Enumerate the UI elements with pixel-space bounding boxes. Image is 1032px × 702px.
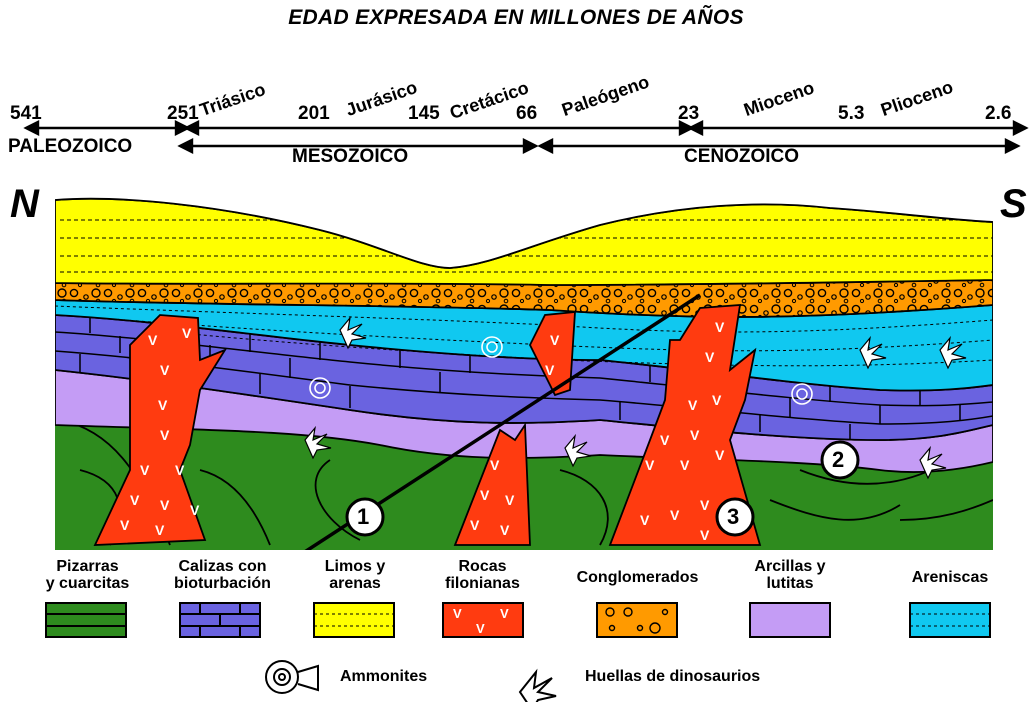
dinosaur-footprint-icon <box>304 315 967 480</box>
svg-text:V: V <box>688 397 698 413</box>
cross-section: VV VV VVV VVV VV VV VVV VV VVV VVV VVV V… <box>55 190 993 550</box>
svg-text:V: V <box>705 349 715 365</box>
svg-text:V: V <box>476 621 485 636</box>
svg-text:V: V <box>155 522 165 538</box>
legend-calizas: Calizas con bioturbación <box>174 558 271 592</box>
marker-2: 2 <box>832 447 845 472</box>
svg-text:V: V <box>660 432 670 448</box>
svg-text:V: V <box>453 606 462 621</box>
svg-text:V: V <box>160 362 170 378</box>
legend-conglomerados: Conglomerados <box>576 569 699 586</box>
svg-text:V: V <box>182 325 192 341</box>
age-5-3: 5.3 <box>838 103 865 124</box>
timeline-arrows <box>23 120 1029 154</box>
marker-3: 3 <box>727 504 740 529</box>
svg-text:V: V <box>715 447 725 463</box>
svg-text:V: V <box>480 487 490 503</box>
svg-text:V: V <box>550 332 560 348</box>
legend-arcillas: Arcillas y lutitas <box>754 558 826 592</box>
svg-text:V: V <box>130 492 140 508</box>
svg-text:V: V <box>715 319 725 335</box>
svg-text:V: V <box>148 332 158 348</box>
legend-limos: Limos y arenas <box>324 558 386 592</box>
svg-text:V: V <box>700 497 710 513</box>
legend-ammonites: Ammonites <box>340 668 428 685</box>
legend-areniscas: Areniscas <box>911 569 989 586</box>
age-145: 145 <box>408 103 440 124</box>
svg-text:V: V <box>712 392 722 408</box>
svg-text:V: V <box>490 457 500 473</box>
svg-text:V: V <box>545 362 555 378</box>
age-2-6: 2.6 <box>985 103 1012 124</box>
age-66: 66 <box>516 103 538 124</box>
svg-text:V: V <box>690 427 700 443</box>
age-541: 541 <box>10 103 42 124</box>
era-cenozoico: CENOZOICO <box>684 146 800 167</box>
svg-text:V: V <box>160 497 170 513</box>
rocas-filonianas <box>93 304 762 546</box>
svg-text:V: V <box>680 457 690 473</box>
svg-text:V: V <box>470 517 480 533</box>
era-paleozoico: PALEOZOICO <box>8 136 133 157</box>
north-label: N <box>10 182 39 226</box>
ammonite-legend-icon <box>265 660 319 694</box>
svg-text:V: V <box>700 527 710 543</box>
age-251: 251 <box>167 103 199 124</box>
legend-huellas: Huellas de dinosaurios <box>585 668 761 685</box>
era-mesozoico: MESOZOICO <box>292 146 409 167</box>
svg-text:V: V <box>158 397 168 413</box>
age-201: 201 <box>298 103 330 124</box>
legend-rocas: Rocas filonianas <box>445 558 520 592</box>
age-23: 23 <box>678 103 700 124</box>
legend-pizarras: Pizarras y cuarcitas <box>45 558 130 592</box>
svg-text:V: V <box>500 606 509 621</box>
svg-text:V: V <box>175 462 185 478</box>
svg-text:V: V <box>120 517 130 533</box>
svg-text:V: V <box>190 502 200 518</box>
svg-text:V: V <box>505 492 515 508</box>
svg-text:V: V <box>640 512 650 528</box>
svg-text:V: V <box>160 427 170 443</box>
marker-1: 1 <box>357 504 370 529</box>
legend-swatches <box>45 602 991 638</box>
svg-text:V: V <box>140 462 150 478</box>
footprint-legend-icon <box>518 668 557 702</box>
svg-text:V: V <box>645 457 655 473</box>
figure-title: EDAD EXPRESADA EN MILLONES DE AÑOS <box>288 6 744 29</box>
svg-text:V: V <box>670 507 680 523</box>
svg-text:V: V <box>500 522 510 538</box>
numbered-markers <box>345 440 860 537</box>
ammonite-icon <box>309 336 813 405</box>
south-label: S <box>1000 182 1027 226</box>
